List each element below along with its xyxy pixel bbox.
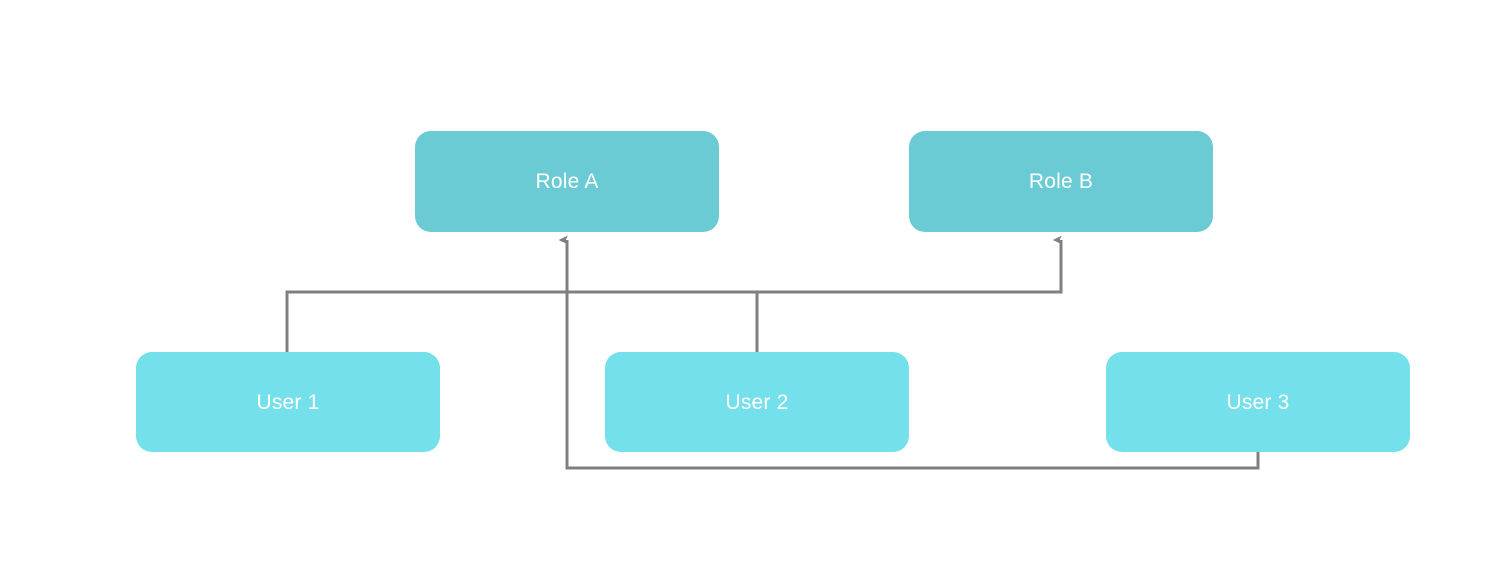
node-role-b-label: Role B — [1028, 170, 1094, 193]
node-user-1-label: User 1 — [256, 390, 320, 414]
node-role-a[interactable]: Role A — [415, 131, 719, 232]
node-user-3[interactable]: User 3 — [1106, 352, 1410, 452]
node-user-3-label: User 3 — [1226, 390, 1290, 414]
node-role-b[interactable]: Role B — [909, 131, 1213, 232]
node-user-1[interactable]: User 1 — [136, 352, 440, 452]
node-user-2-label: User 2 — [725, 390, 789, 414]
node-role-a-label: Role A — [535, 170, 599, 193]
edge-user2-to-role-a — [558, 235, 759, 352]
edge-user1-to-role-b — [285, 235, 1063, 352]
node-user-2[interactable]: User 2 — [605, 352, 909, 452]
